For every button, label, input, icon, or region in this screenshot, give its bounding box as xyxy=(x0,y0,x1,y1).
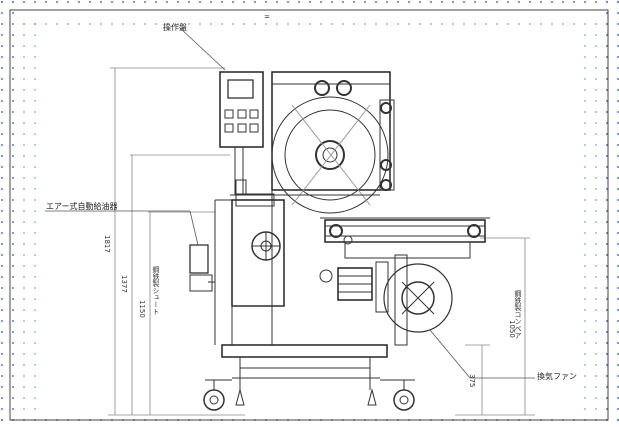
leader-lines xyxy=(45,27,535,379)
dimension-overall-height: 1817 xyxy=(103,235,111,253)
side-label-left: 鋼鉄製シュート xyxy=(152,266,160,315)
drum-housing xyxy=(271,71,395,214)
label-air-oiler: エアー式自動給油器 xyxy=(46,202,118,211)
lower-frame xyxy=(221,344,388,390)
dimension-conveyor-height: 1050 xyxy=(508,320,516,338)
conveyor xyxy=(320,217,490,259)
dimension-body-height: 1377 xyxy=(120,275,128,293)
top-mark: = xyxy=(264,13,270,21)
dimension-lines-right xyxy=(455,237,535,416)
sheet-frame xyxy=(9,9,609,421)
frame-column xyxy=(214,190,380,345)
label-control-panel: 操作盤 xyxy=(163,23,187,32)
exhaust-fan xyxy=(383,254,453,346)
dimension-hopper-height: 1150 xyxy=(138,300,146,318)
casters xyxy=(203,379,415,411)
control-panel xyxy=(219,71,264,195)
dimension-base-height: 375 xyxy=(468,374,476,388)
drive-motor xyxy=(319,261,389,313)
label-exhaust-fan: 換気ファン xyxy=(537,372,577,381)
side-label-right: 鋼鉄製コンベア xyxy=(514,290,522,339)
dimension-lines-left xyxy=(108,67,245,416)
air-oiler xyxy=(189,244,215,292)
